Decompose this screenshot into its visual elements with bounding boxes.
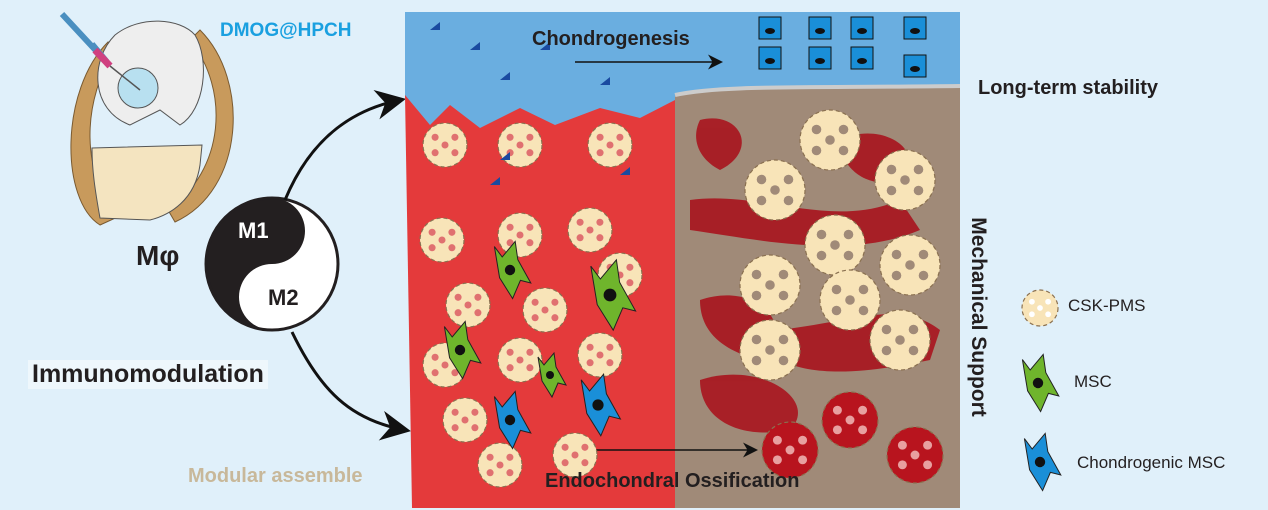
dmog-particle-icon (470, 42, 480, 50)
csk-pms-microsphere (442, 397, 488, 443)
arrow-to-ossification (290, 331, 411, 441)
chondrogenic-msc-cell (580, 373, 622, 437)
chondrocyte-icon (903, 16, 927, 40)
chondrogenesis-label: Chondrogenesis (532, 28, 690, 50)
bone-microsphere (874, 149, 936, 211)
msc-cell (590, 258, 637, 332)
csk-pms-microsphere (552, 432, 598, 478)
m1-m2-yin-yang-icon (204, 196, 340, 332)
bone-microsphere (744, 159, 806, 221)
knee-joint-illustration (59, 11, 234, 226)
mechanical-support-label: Mechanical Support (967, 217, 990, 417)
endochondral-ossification-label: Endochondral Ossification (545, 470, 800, 492)
csk-pms-microsphere (567, 207, 613, 253)
csk-pms-microsphere (419, 217, 465, 263)
legend-chondrogenic-msc: Chondrogenic MSC (1077, 453, 1226, 472)
chondrocyte-icon (808, 46, 832, 70)
m2-label: M2 (268, 285, 299, 310)
bone-microsphere (739, 254, 801, 316)
msc-cell (443, 320, 482, 380)
scaffold-panel (405, 12, 961, 508)
arrow-to-chondrogenesis (283, 90, 406, 201)
csk-pms-microsphere (497, 212, 543, 258)
dmog-particle-icon (600, 77, 610, 85)
chondrocyte-icon (758, 46, 782, 70)
hydrogel-label: DMOG@HPCH (220, 20, 352, 41)
ossified-microsphere (886, 426, 944, 484)
bone-microsphere (739, 319, 801, 381)
legend-microsphere-icon (1021, 289, 1059, 327)
dmog-particle-icon (490, 177, 500, 185)
dmog-particle-icon (620, 167, 630, 175)
msc-cell (493, 240, 532, 300)
dmog-particle-icon (540, 42, 550, 50)
dmog-particle-icon (430, 22, 440, 30)
legend-csk-pms: CSK-PMS (1068, 296, 1146, 315)
m1-label: M1 (238, 218, 269, 243)
modular-assemble-label: Modular assemble (188, 465, 363, 487)
macrophage-label: Mφ (136, 240, 180, 271)
chondrocyte-microsphere (587, 122, 633, 168)
immunomodulation-label: Immunomodulation (28, 360, 268, 389)
csk-pms-microsphere (577, 332, 623, 378)
chondrocyte-icon (850, 16, 874, 40)
csk-pms-microsphere (497, 337, 543, 383)
ossified-microsphere (761, 421, 819, 479)
chondrocyte-microsphere (422, 122, 468, 168)
chondrocyte-icon (758, 16, 782, 40)
csk-pms-microsphere (522, 287, 568, 333)
dmog-particle-icon (500, 72, 510, 80)
long-term-stability-label: Long-term stability (978, 77, 1159, 99)
chondrocyte-icon (808, 16, 832, 40)
csk-pms-microsphere (445, 282, 491, 328)
legend-msc: MSC (1074, 372, 1112, 391)
legend-chondrogenic-msc-icon (1023, 432, 1062, 492)
bone-microsphere (869, 309, 931, 371)
legend-msc-icon (1021, 353, 1060, 413)
chondrocyte-icon (903, 54, 927, 78)
ossified-microsphere (821, 391, 879, 449)
csk-pms-microsphere (477, 442, 523, 488)
msc-cell (537, 351, 567, 399)
chondrocyte-microsphere (497, 122, 543, 168)
bone-microsphere (819, 269, 881, 331)
bone-microsphere (804, 214, 866, 276)
chondrocyte-icon (850, 46, 874, 70)
chondrogenic-msc-cell (493, 390, 532, 450)
bone-microsphere (799, 109, 861, 171)
bone-microsphere (879, 234, 941, 296)
dmog-particle-icon (500, 152, 510, 160)
